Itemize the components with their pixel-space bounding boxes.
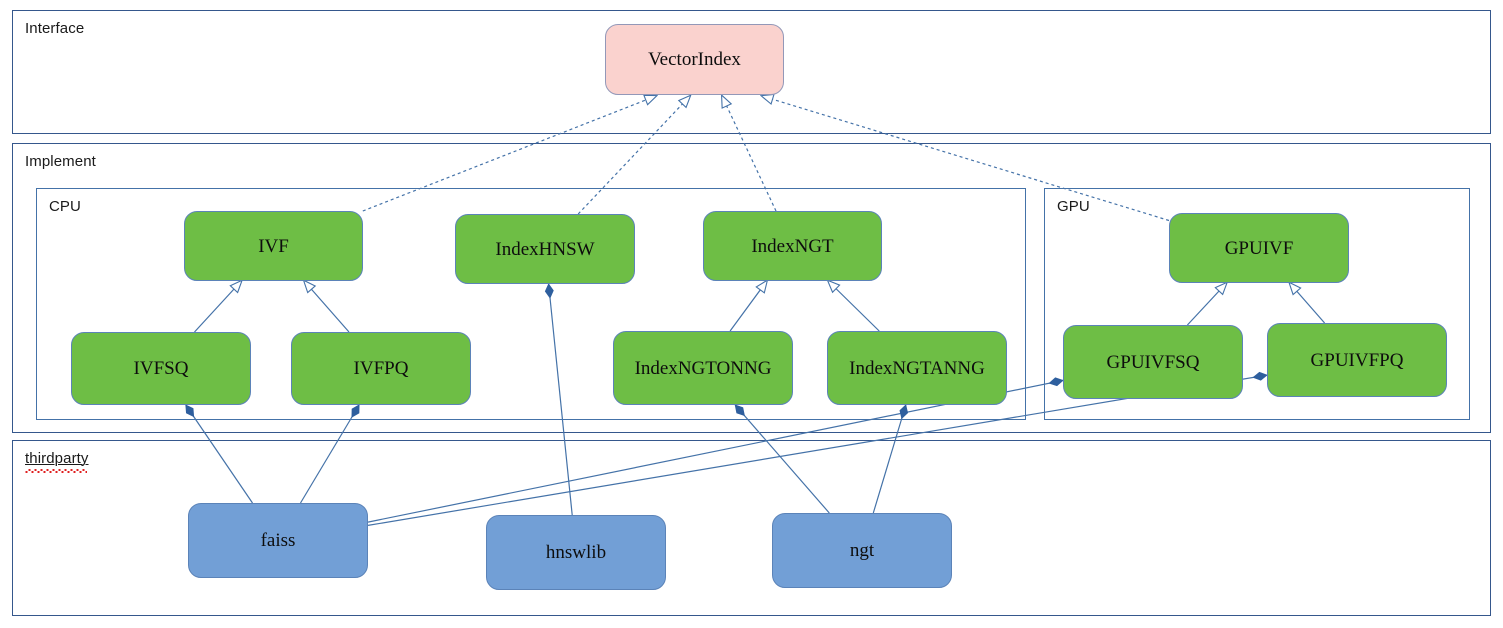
- node-ivfsq[interactable]: IVFSQ: [71, 332, 251, 405]
- node-ngt[interactable]: ngt: [772, 513, 952, 588]
- group-label-cpu: CPU: [49, 198, 81, 215]
- node-label-ngt: ngt: [849, 540, 875, 561]
- node-hnswlib[interactable]: hnswlib: [486, 515, 666, 590]
- node-gpuivfpq[interactable]: GPUIVFPQ: [1267, 323, 1447, 397]
- node-indexngtanng[interactable]: IndexNGTANNG: [827, 331, 1007, 405]
- group-label-implement: Implement: [25, 153, 96, 170]
- node-indexngtonng[interactable]: IndexNGTONNG: [613, 331, 793, 405]
- node-ivf[interactable]: IVF: [184, 211, 363, 281]
- node-gpuivfsq[interactable]: GPUIVFSQ: [1063, 325, 1243, 399]
- node-label-gpuivfpq: GPUIVFPQ: [1310, 349, 1404, 371]
- node-label-ivfsq: IVFSQ: [133, 358, 189, 379]
- node-label-ivfpq: IVFPQ: [353, 358, 409, 379]
- node-indexngt[interactable]: IndexNGT: [703, 211, 882, 281]
- group-label-interface: Interface: [25, 20, 85, 37]
- node-label-gpuivf: GPUIVF: [1224, 237, 1294, 259]
- node-ivfpq[interactable]: IVFPQ: [291, 332, 471, 405]
- node-label-hnswlib: hnswlib: [545, 542, 607, 563]
- node-label-faiss: faiss: [260, 530, 296, 551]
- node-label-indexngtanng: IndexNGTANNG: [849, 357, 985, 379]
- node-label-indexhnsw: IndexHNSW: [495, 238, 595, 260]
- node-label-vectorindex: VectorIndex: [648, 49, 741, 70]
- node-label-indexngtonng: IndexNGTONNG: [634, 357, 772, 379]
- node-gpuivf[interactable]: GPUIVF: [1169, 213, 1349, 283]
- node-indexhnsw[interactable]: IndexHNSW: [455, 214, 635, 284]
- node-faiss[interactable]: faiss: [188, 503, 368, 578]
- node-label-ivf: IVF: [258, 235, 289, 257]
- node-label-gpuivfsq: GPUIVFSQ: [1106, 351, 1200, 373]
- group-label-thirdparty: thirdparty: [25, 450, 89, 467]
- node-vectorindex[interactable]: VectorIndex: [605, 24, 784, 95]
- node-label-indexngt: IndexNGT: [751, 235, 834, 257]
- group-label-gpu: GPU: [1057, 198, 1090, 215]
